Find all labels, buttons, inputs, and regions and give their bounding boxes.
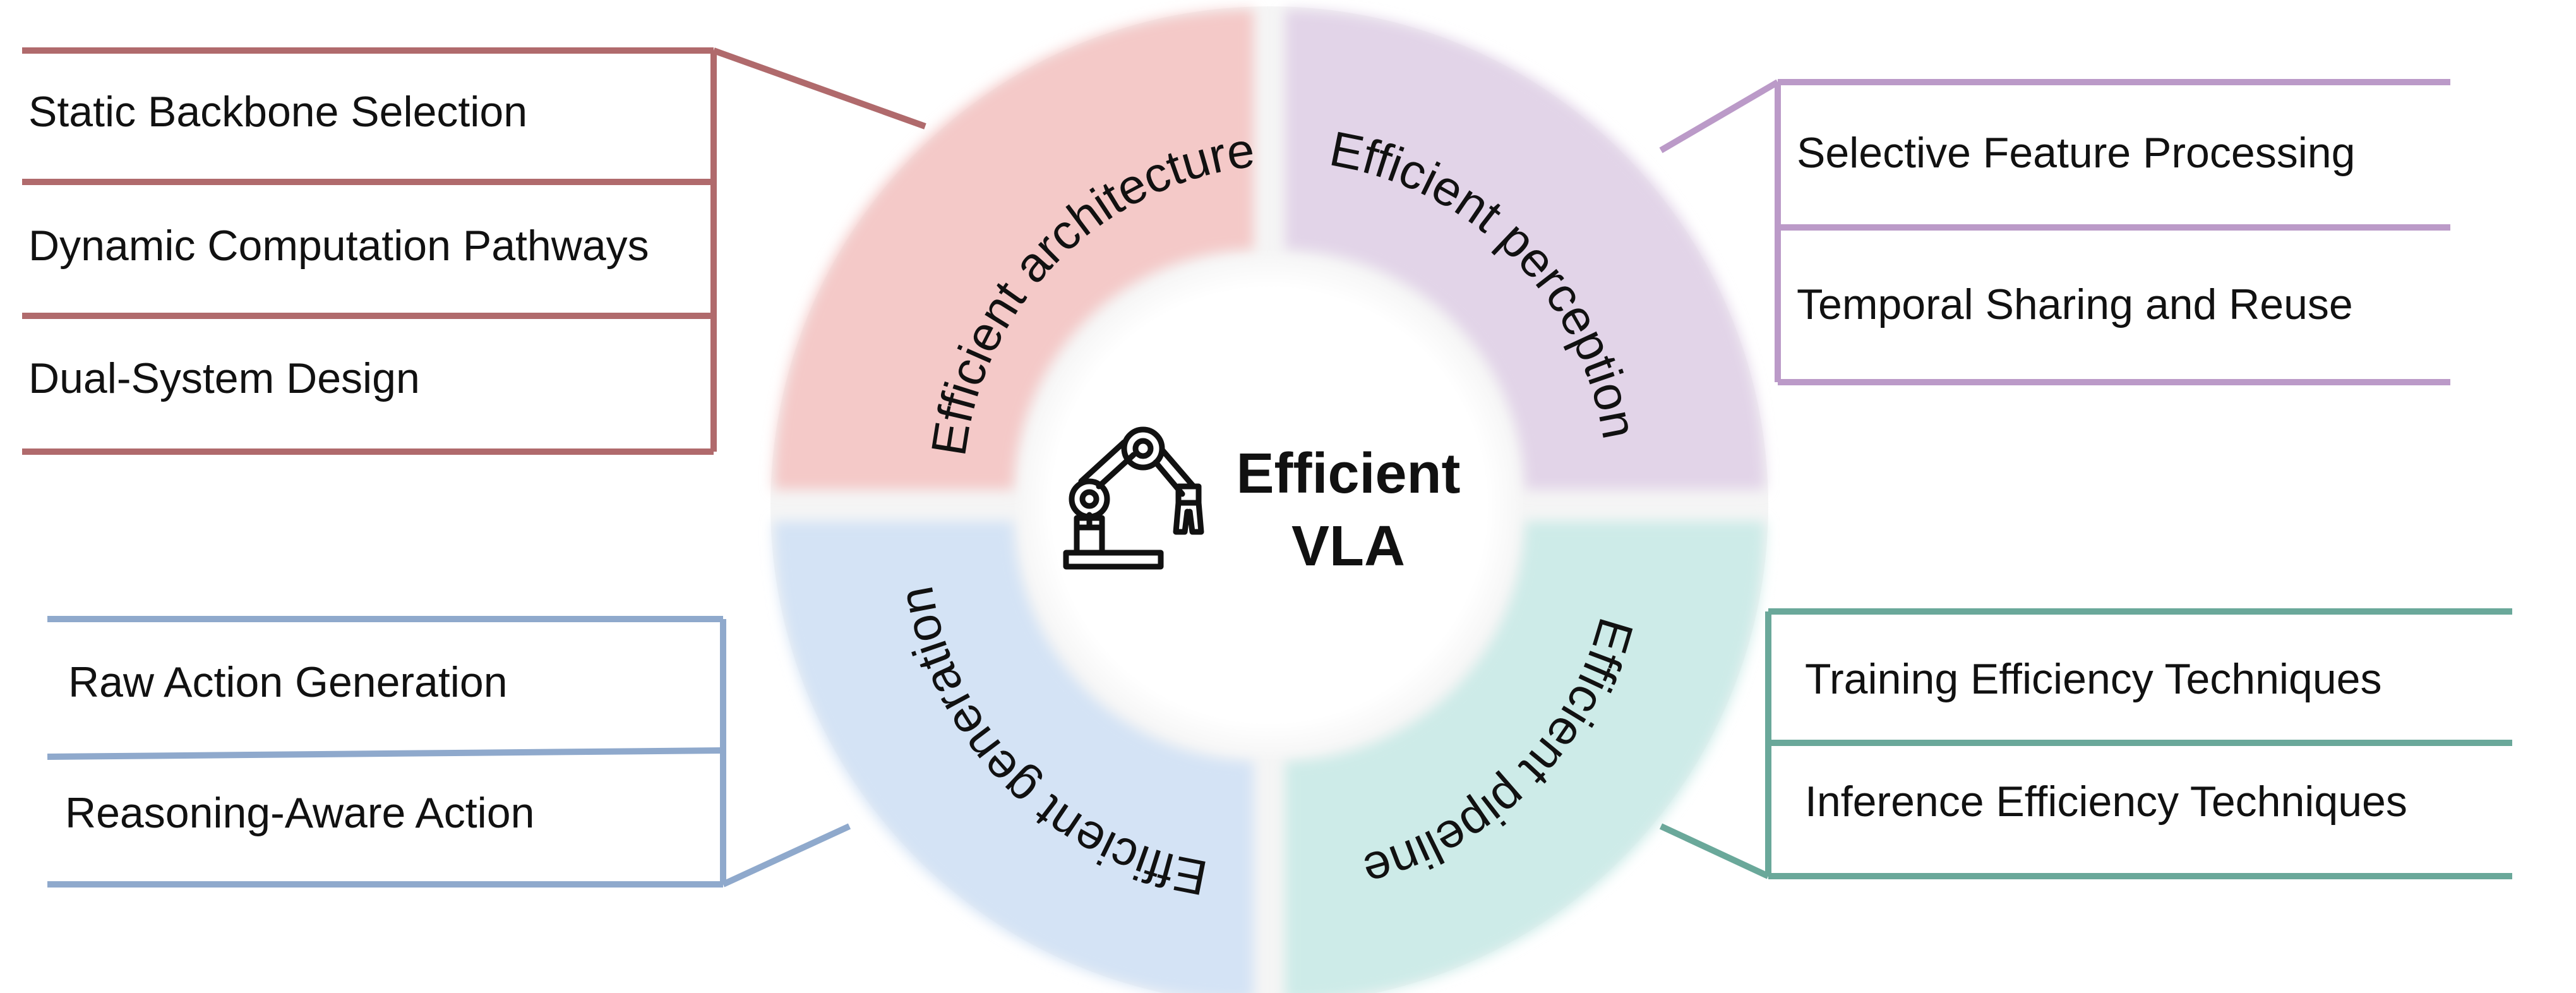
pipeline-box <box>1659 608 2512 879</box>
architecture-item-1: Static Backbone Selection <box>28 88 527 136</box>
robot-arm-icon <box>1063 426 1204 570</box>
perception-connector <box>1659 79 1780 153</box>
pipeline-connector <box>1659 823 1770 879</box>
quadrant-generation[interactable] <box>774 521 1254 993</box>
generation-connector <box>721 823 851 888</box>
quadrant-perception-shape <box>1285 9 1765 490</box>
perception-item-1: Selective Feature Processing <box>1797 129 2355 177</box>
generation-item-2: Reasoning-Aware Action <box>65 789 534 837</box>
quadrant-architecture[interactable] <box>774 9 1254 490</box>
quadrant-generation-shape <box>774 521 1254 993</box>
quadrant-pipeline-shape <box>1285 521 1765 993</box>
architecture-item-3: Dual-System Design <box>28 354 420 402</box>
quadrant-pipeline[interactable] <box>1285 521 1765 993</box>
quadrant-perception[interactable] <box>1285 9 1765 490</box>
perception-box <box>1659 79 2450 385</box>
architecture-box <box>22 47 926 455</box>
architecture-connector <box>712 47 926 129</box>
generation-item-1: Raw Action Generation <box>68 658 508 706</box>
pipeline-item-2: Inference Efficiency Techniques <box>1805 778 2407 826</box>
quadrant-architecture-shape <box>774 9 1254 490</box>
architecture-item-2: Dynamic Computation Pathways <box>28 222 649 270</box>
generation-box <box>47 616 851 888</box>
center-title-line1: Efficient <box>1236 442 1460 505</box>
perception-item-2: Temporal Sharing and Reuse <box>1797 280 2353 328</box>
center-disc <box>1014 250 1525 761</box>
center-title-line2: VLA <box>1291 515 1405 578</box>
pipeline-item-1: Training Efficiency Techniques <box>1805 655 2381 703</box>
